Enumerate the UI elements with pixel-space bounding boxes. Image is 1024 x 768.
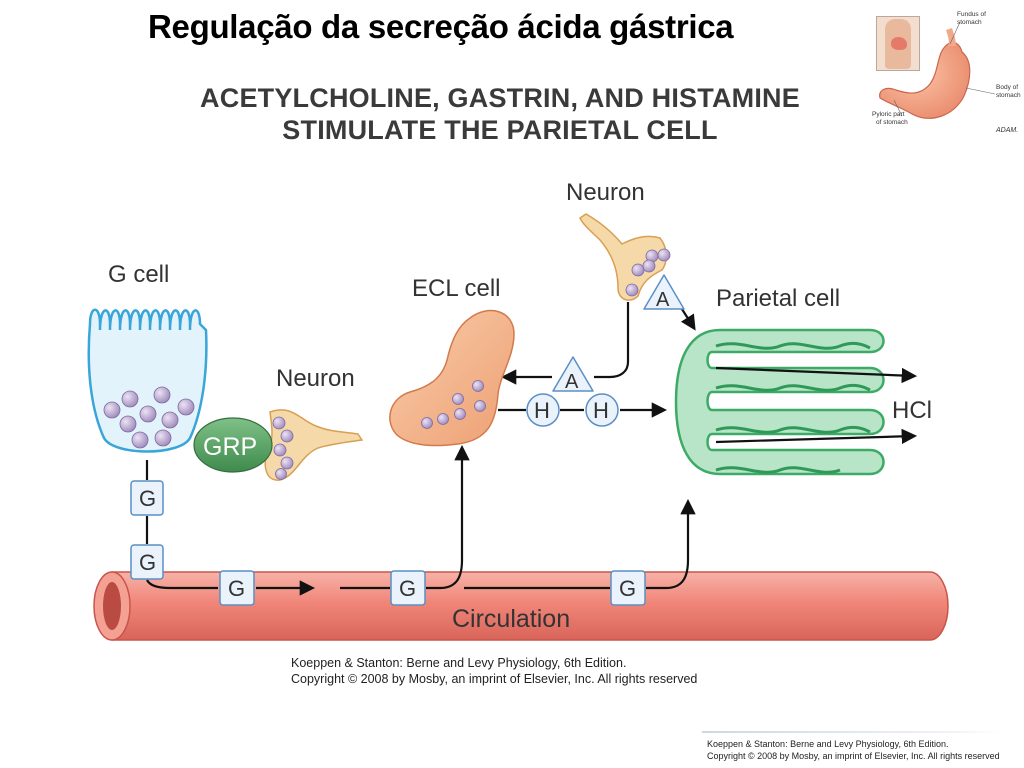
gastrin-marker-1: G	[130, 480, 164, 516]
acetylcholine-markers: A A	[552, 274, 685, 393]
top-neuron-label: Neuron	[566, 179, 645, 206]
grp-label: GRP	[203, 433, 257, 461]
footer-credit-line-2: Copyright © 2008 by Mosby, an imprint of…	[707, 751, 1000, 761]
thumbnail-stomach-shape	[891, 37, 907, 50]
adam-logo-text: ADAM.	[995, 127, 1018, 134]
grp-blob	[193, 417, 273, 473]
pyloric-label-line-2: of stomach	[876, 119, 908, 126]
ecl-cell-body	[389, 309, 515, 447]
acetylcholine-marker-2: A	[643, 274, 685, 311]
neuron-to-ecl-line	[594, 302, 630, 379]
g-cell-body	[87, 308, 208, 453]
fundus-label-line-1: Fundus of	[957, 11, 986, 18]
gastrin-marker-4: G	[390, 570, 426, 606]
parietal-canaliculus-2	[715, 383, 871, 392]
g-cell-granules	[103, 386, 195, 449]
gastrin-to-ecl-arrow	[426, 444, 470, 590]
svg-text:G: G	[619, 576, 636, 601]
top-neuron-terminal	[579, 213, 667, 301]
body-thumbnail-image	[876, 16, 920, 71]
parietal-cell-label: Parietal cell	[716, 285, 840, 312]
footer-credit: Koeppen & Stanton: Berne and Levy Physio…	[707, 738, 1000, 762]
hcl-arrow-1	[715, 366, 918, 384]
histamine-marker-2: H	[585, 393, 619, 427]
body-label-line-2: stomach	[996, 92, 1021, 99]
vessel-lumen	[103, 582, 121, 630]
ecl-cell: ECL cell	[389, 275, 515, 447]
top-neuron-group: Neuron	[566, 179, 671, 301]
parietal-canaliculus-4	[715, 466, 841, 474]
parietal-cell: Parietal cell HCl	[674, 285, 932, 476]
figure-credit-line-2: Copyright © 2008 by Mosby, an imprint of…	[291, 672, 698, 686]
svg-text:H: H	[534, 398, 550, 423]
left-neuron-label: Neuron	[276, 365, 355, 392]
parietal-canaliculus-3	[715, 425, 871, 434]
gastrin-marker-5: G	[610, 570, 646, 606]
fundus-label-line-2: stomach	[957, 19, 982, 26]
grp-neuron-group: GRP Neuron	[193, 365, 364, 481]
figure-credit: Koeppen & Stanton: Berne and Levy Physio…	[291, 655, 697, 687]
ecl-granules	[421, 380, 486, 429]
esophagus-shape	[946, 28, 956, 46]
figure-title-line-2: STIMULATE THE PARIETAL CELL	[282, 115, 718, 145]
svg-text:G: G	[139, 486, 156, 511]
stomach-shape	[879, 41, 971, 119]
histamine-markers: H H	[526, 393, 619, 427]
acetylcholine-marker-1: A	[552, 356, 594, 393]
top-neuron-vesicles	[625, 248, 671, 297]
ecl-cell-label: ECL cell	[412, 275, 500, 302]
stomach-inset: Fundus of stomach Body of stomach Pylori…	[872, 11, 1021, 134]
circulation-vessel: Circulation	[93, 571, 949, 641]
figure-credit-line-1: Koeppen & Stanton: Berne and Levy Physio…	[291, 656, 627, 670]
pyloric-label-line-1: Pyloric part	[872, 111, 905, 118]
hcl-arrow-2	[715, 428, 918, 445]
gastrin-markers: G G G G G	[130, 480, 646, 606]
body-label-line-1: Body of	[996, 84, 1018, 91]
hcl-label: HCl	[892, 397, 932, 424]
svg-text:H: H	[593, 398, 609, 423]
parietal-canaliculus-1	[715, 341, 871, 350]
gastrin-marker-3: G	[219, 570, 255, 606]
figure-title-line-1: ACETYLCHOLINE, GASTRIN, AND HISTAMINE	[200, 83, 800, 113]
circulation-line-1	[146, 579, 218, 590]
histamine-marker-1: H	[526, 393, 560, 427]
svg-text:G: G	[139, 550, 156, 575]
svg-text:A: A	[656, 289, 670, 311]
svg-text:G: G	[399, 576, 416, 601]
circulation-label: Circulation	[452, 605, 570, 633]
footer-divider	[702, 731, 1002, 733]
slide-title: Regulação da secreção ácida gástrica	[148, 8, 734, 45]
footer-credit-line-1: Koeppen & Stanton: Berne and Levy Physio…	[707, 739, 949, 749]
gastrin-to-parietal-arrow	[646, 498, 696, 590]
svg-text:G: G	[228, 576, 245, 601]
pathway-lines	[145, 302, 696, 596]
figure-title: ACETYLCHOLINE, GASTRIN, AND HISTAMINE ST…	[150, 82, 850, 146]
g-cell: G cell	[87, 261, 208, 453]
parietal-cell-body	[674, 328, 885, 476]
g-cell-label: G cell	[108, 261, 169, 288]
gastrin-marker-2: G	[130, 544, 164, 580]
svg-text:A: A	[565, 371, 579, 393]
left-neuron-vesicles	[272, 416, 294, 480]
